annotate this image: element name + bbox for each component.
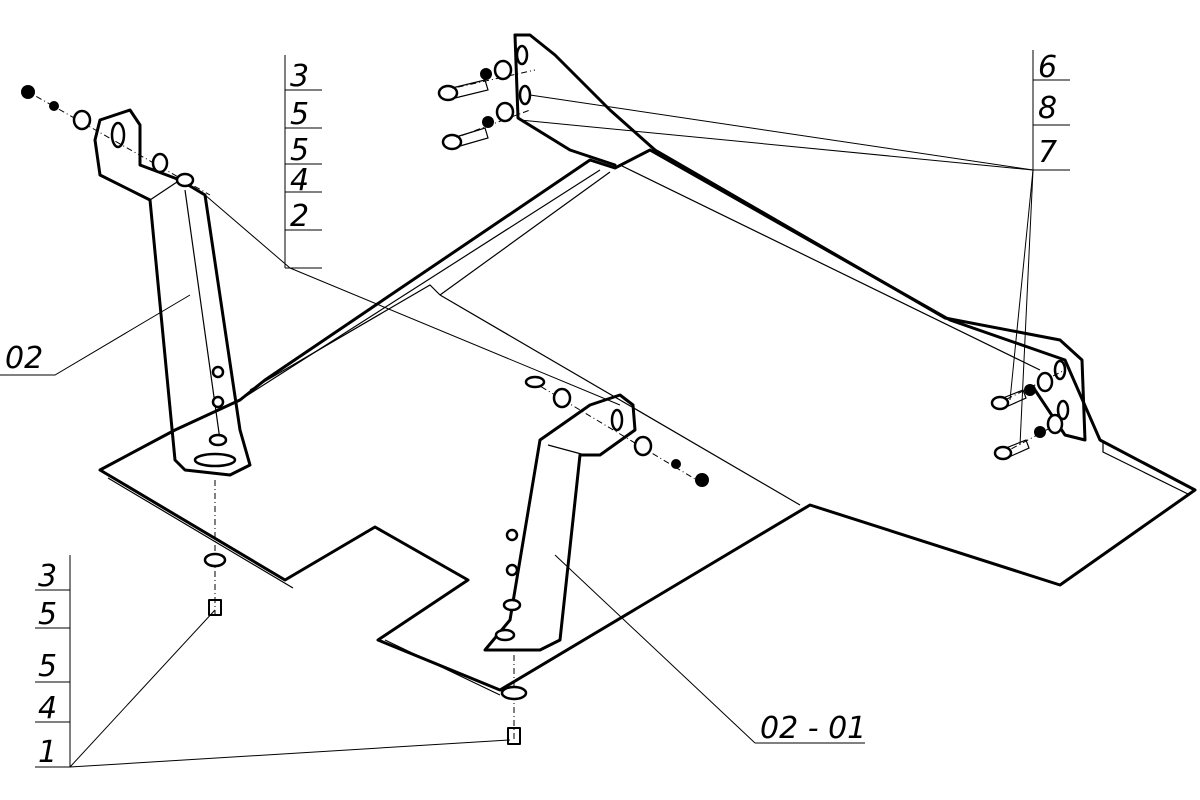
leader-lines [0,94,1034,768]
callout-label: 5 [38,597,57,632]
skid-plate [98,148,1197,696]
callout-label: 5 [290,133,309,168]
rear-mount-plate [513,33,1087,442]
front-bracket [483,393,637,652]
callout-stack-bottom-left: 3 5 5 4 1 [35,555,71,770]
fasteners [21,59,1066,745]
callout-label: 3 [38,559,57,594]
callout-label: 2 [290,199,309,234]
left-bracket [93,108,252,477]
callout-label: 4 [38,691,57,726]
callout-label: 7 [1038,135,1057,170]
part-label-02-01: 02 - 01 [760,711,866,746]
callout-label: 1 [38,735,57,770]
callout-stack-top-middle: 3 5 5 4 2 [284,55,322,269]
callout-stack-top-right: 6 8 7 [1032,50,1070,171]
callout-label: 4 [290,163,309,198]
callout-label: 8 [1038,91,1057,126]
callout-label: 3 [290,59,309,94]
callout-label: 6 [1038,50,1057,85]
callout-label: 5 [38,649,57,684]
callout-label: 5 [290,97,309,132]
part-label-02: 02 [5,341,43,376]
